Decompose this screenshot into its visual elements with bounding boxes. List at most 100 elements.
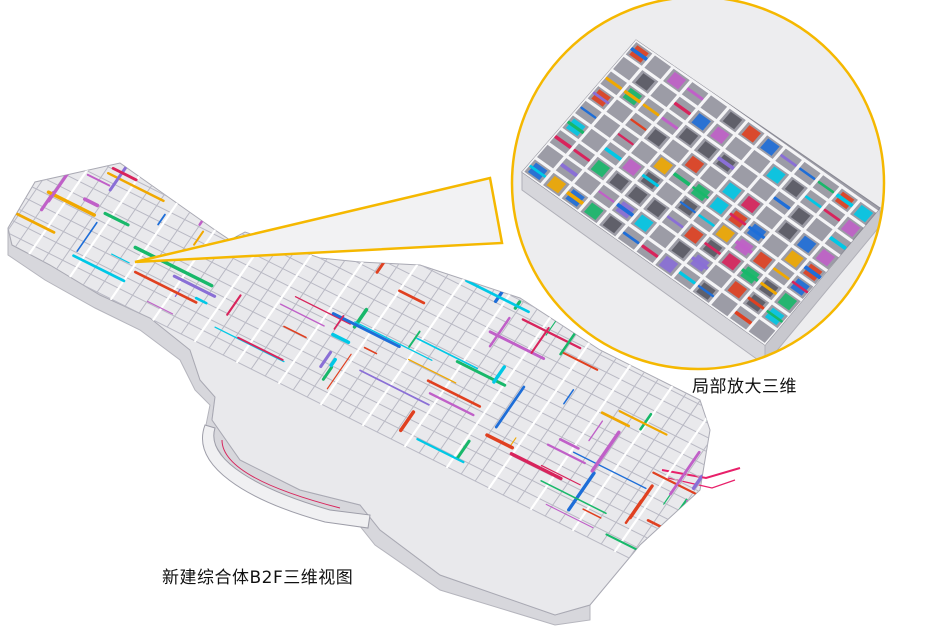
pipe — [405, 22, 434, 64]
zoom-cell — [710, 126, 730, 144]
pipe — [214, 326, 285, 363]
zoom-pipe — [661, 116, 679, 130]
pipe — [497, 240, 520, 271]
zoom-bubble-ring — [510, 0, 886, 371]
pipe — [268, 163, 286, 183]
pipe — [201, 164, 234, 182]
zoom-beam — [533, 155, 780, 332]
pipe — [231, 127, 246, 149]
pipe — [236, 163, 249, 172]
pipe — [697, 569, 710, 607]
pipe — [136, 129, 168, 145]
zoom-pipe — [780, 154, 797, 167]
pipe — [126, 102, 167, 123]
pipe — [455, 360, 507, 387]
pipe — [197, 114, 216, 142]
zoom-beam — [613, 104, 732, 241]
pipe — [540, 464, 581, 486]
pipe — [201, 163, 275, 166]
zoom-cell — [671, 241, 691, 259]
pipe — [468, 93, 526, 122]
pipe — [235, 199, 293, 230]
zoom-pipe — [529, 164, 546, 178]
pipe — [590, 430, 621, 473]
pipe — [139, 112, 156, 121]
pipe — [628, 484, 654, 520]
grid-line — [8, 203, 710, 595]
pipe — [389, 39, 460, 74]
ramp-line — [221, 439, 341, 509]
pipe — [915, 324, 946, 349]
zoom-beam — [669, 144, 788, 281]
pipe — [416, 437, 465, 464]
pipe — [283, 76, 308, 112]
zoom-pipe — [622, 231, 640, 245]
zoom-pipe — [623, 90, 641, 104]
pipe — [420, 74, 428, 86]
zoom-pipe — [554, 135, 572, 149]
pipe — [540, 480, 607, 515]
zoom-beam — [576, 78, 694, 214]
pipe — [916, 277, 938, 309]
pipe — [207, 54, 225, 81]
zoom-cell — [653, 157, 673, 175]
zoom-pipe — [747, 296, 765, 310]
pipe — [797, 519, 810, 525]
pipe — [304, 129, 309, 136]
zoom-cell — [647, 129, 667, 147]
zoom-pipe — [616, 203, 634, 217]
pipe — [851, 285, 869, 311]
grid-line — [29, 170, 710, 562]
zoom-pipe — [630, 118, 647, 131]
pipe — [266, 15, 270, 21]
pipe — [17, 180, 25, 191]
pipe — [171, 0, 190, 3]
zoom-cell — [796, 235, 817, 254]
pipe — [226, 15, 248, 46]
zoom-pipe — [630, 47, 648, 61]
pipe — [691, 474, 704, 491]
pipe — [210, 82, 220, 97]
zoom-beam — [545, 141, 792, 318]
pipe — [110, 118, 123, 136]
pipe — [860, 326, 871, 342]
grid-line — [14, 192, 710, 584]
pipe — [155, 93, 183, 134]
zoom-pipe — [829, 236, 847, 250]
zoom-cell — [740, 195, 761, 214]
zoom-cell — [684, 155, 705, 174]
pipe — [172, 274, 217, 298]
beam — [68, 163, 294, 280]
zoom-pipe — [766, 310, 783, 323]
pipe — [563, 389, 575, 405]
zoom-pipe — [566, 191, 584, 205]
zoom-cell — [628, 186, 648, 204]
zoom-pipe — [729, 212, 747, 226]
pipe — [904, 315, 909, 322]
pipe — [545, 503, 594, 529]
zoom-pipe — [823, 208, 841, 222]
ramp — [202, 424, 371, 529]
zoom-pipe — [666, 215, 684, 229]
pipe — [435, 31, 447, 48]
pipe — [157, 213, 166, 226]
zoom-cell — [722, 182, 742, 200]
pipe — [193, 230, 205, 246]
zoom-cell — [777, 292, 798, 311]
pipe — [297, 200, 332, 219]
pipe — [341, 64, 347, 73]
pipe — [321, 0, 337, 18]
zoom-beam — [621, 53, 868, 230]
pipe — [408, 358, 457, 384]
pipe — [567, 471, 596, 512]
zoom-pipe — [773, 267, 790, 280]
pipe — [206, 105, 258, 131]
pipe — [752, 475, 761, 488]
pipe — [492, 365, 507, 384]
pipe — [494, 385, 526, 429]
zoom-pipe — [704, 242, 721, 255]
zoom-pipe — [598, 190, 615, 203]
zoom-beam — [595, 91, 713, 227]
pipe — [170, 8, 227, 36]
